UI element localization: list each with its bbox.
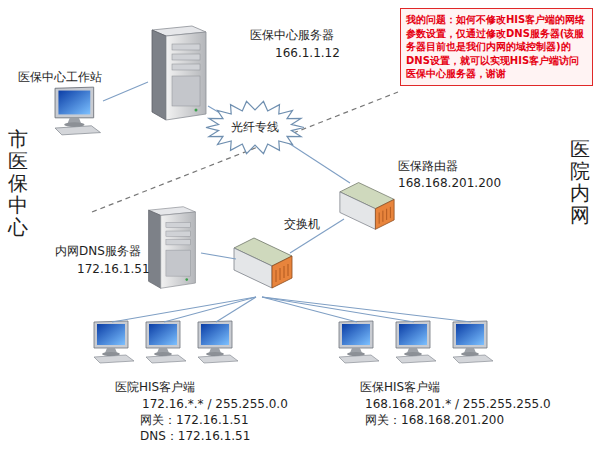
text-holder: 我的问题：如何不修改HIS客户端的网络参数设置，仅通过修改DNS服务器(该服务器… [406,13,587,81]
router-node: 医保路由器 168.168.201.200 [338,155,503,237]
server-icon [152,26,206,120]
text-holder: 172.16.1.51 [77,258,150,277]
device-label: 医保HIS客户端 [360,380,440,394]
text-holder: 168.168.201.* / 255.255.255.0 [365,393,551,412]
network-link [216,297,256,322]
network-link [262,297,414,322]
device-label: 医院HIS客户端 [115,380,195,394]
question-callout: 我的问题：如何不修改HIS客户端的网络参数设置，仅通过修改DNS服务器(该服务器… [400,8,593,86]
network-link [112,297,256,322]
workstation-icon [55,87,100,135]
network-link [287,142,350,183]
client-icon [94,321,134,363]
text-holder: 网关：172.16.1.51 [140,409,249,428]
server-icon [149,207,196,289]
starburst-outline [206,101,304,153]
region-label: 市医保中心 [8,128,28,238]
text-holder: 光纤专线 [205,100,305,155]
device-label: 医保中心服务器 [250,28,334,42]
device-label: 内网DNS服务器 [55,244,141,258]
text-holder: 医保中心服务器 [250,24,334,43]
device-label: 172.16.*.* / 255.255.0.0 [142,397,288,411]
client-icon [453,321,493,363]
text-holder: 166.1.1.12 [275,42,340,61]
text-holder: 市医保中心 [8,128,28,238]
client-icon [146,321,186,363]
client-group: 医院HIS客户端 172.16.*.* / 255.255.0.0 网关：172.1… [80,320,290,445]
network-link [262,297,357,322]
fiber-cloud: 光纤专线 [205,100,305,155]
text-holder: 医院HIS客户端 [115,376,195,395]
client-group: 医保HIS客户端 168.168.201.* / 255.255.255.0 网关：… [325,320,553,442]
region-label: 医院内网 [570,138,590,226]
text-holder: 交换机 [284,213,320,232]
device-label: 交换机 [284,217,320,231]
text-holder: 医保中心工作站 [18,66,102,85]
text-holder: 网关：168.168.201.200 [365,409,504,428]
device-label: 医保中心工作站 [18,70,102,84]
device-label: 网关：172.16.1.51 [140,413,249,427]
text-holder: 168.168.201.200 [398,172,501,191]
client-icon [396,321,436,363]
cloud-label: 光纤专线 [231,120,279,134]
dns-server-node: 内网DNS服务器 172.16.1.51 [55,203,203,293]
text-holder: 医保路由器 [398,155,458,174]
text-holder: 医保HIS客户端 [360,376,440,395]
text-holder: 172.16.*.* / 255.255.0.0 [142,393,288,412]
device-label: 168.168.201.* / 255.255.255.0 [365,397,551,411]
switch-node: 交换机 [232,213,324,301]
device-label: 166.1.1.12 [275,46,340,60]
device-label: DNS：172.16.1.51 [140,429,250,443]
network-link [103,82,148,101]
workstation-node: 医保中心工作站 [18,66,108,138]
device-label: 172.16.1.51 [77,262,150,276]
text-holder: 内网DNS服务器 [55,240,141,259]
device-label: 168.168.201.200 [398,176,501,190]
note-text: 我的问题：如何不修改HIS客户端的网络参数设置，仅通过修改DNS服务器(该服务器… [406,13,587,81]
client-icon [339,321,379,363]
text-holder: DNS：172.16.1.51 [140,425,250,444]
router-icon [340,183,394,230]
text-holder: 医院内网 [570,138,590,226]
switch-icon [234,238,292,288]
network-link [262,297,471,322]
network-link [164,297,256,322]
client-icon [198,321,238,363]
device-label: 网关：168.168.201.200 [365,413,504,427]
network-link [201,253,236,259]
device-label: 医保路由器 [398,159,458,173]
